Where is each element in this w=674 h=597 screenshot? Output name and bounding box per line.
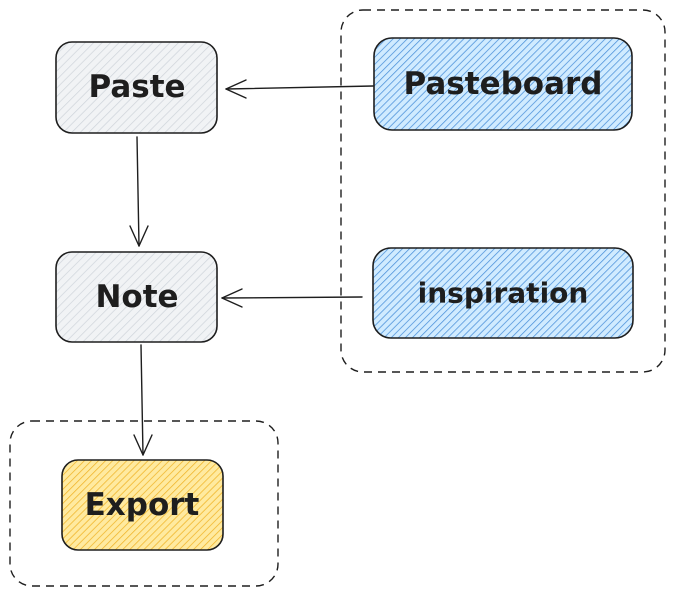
node-paste-box — [55, 41, 218, 134]
group-output — [9, 420, 279, 587]
node-pasteboard-box — [373, 37, 633, 131]
edge-inspiration-to-note — [221, 288, 363, 308]
node-pasteboard-label: Pasteboard — [404, 66, 603, 102]
edge-pasteboard-to-paste — [225, 79, 374, 99]
node-note[interactable]: Note — [55, 251, 218, 343]
node-note-box — [55, 251, 218, 343]
node-export-label: Export — [85, 487, 200, 523]
node-inspiration-box — [372, 247, 634, 339]
node-paste[interactable]: Paste — [55, 41, 218, 134]
node-inspiration[interactable]: inspiration — [372, 247, 634, 339]
node-note-label: Note — [95, 279, 178, 315]
node-pasteboard[interactable]: Pasteboard — [373, 37, 633, 131]
group-sources — [340, 9, 666, 373]
node-export[interactable]: Export — [61, 459, 224, 551]
node-paste-label: Paste — [88, 69, 185, 105]
node-export-box — [61, 459, 224, 551]
node-inspiration-label: inspiration — [418, 277, 589, 310]
edge-paste-to-note — [129, 136, 149, 247]
edge-note-to-export — [133, 344, 153, 456]
